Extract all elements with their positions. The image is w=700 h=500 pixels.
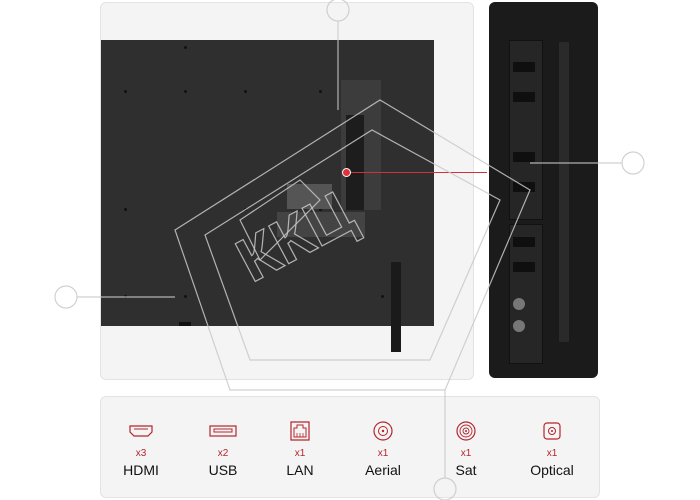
coax-port <box>513 298 525 310</box>
ports-summary-panel <box>100 396 600 498</box>
port-count: x1 <box>294 448 306 459</box>
screw-hole <box>184 46 187 49</box>
aerial-port-icon <box>373 421 393 441</box>
port-name: Aerial <box>365 462 401 478</box>
port-name: LAN <box>286 462 314 478</box>
stand-bracket <box>277 212 365 237</box>
port-name: Optical <box>530 462 574 478</box>
port-optical: x1 Optical <box>512 420 592 478</box>
coax-port <box>513 320 525 332</box>
port-name: USB <box>208 462 238 478</box>
power-module <box>287 184 332 209</box>
port-name: Sat <box>455 462 477 478</box>
screw-hole <box>381 295 384 298</box>
lan-port-icon <box>290 421 310 441</box>
usb-port-icon <box>209 425 237 437</box>
screw-hole <box>124 208 127 211</box>
tv-back-image <box>101 40 434 352</box>
port-sat: x1 Sat <box>426 420 506 478</box>
port-slot <box>513 92 535 102</box>
port-count: x1 <box>460 448 472 459</box>
hdmi-port-icon <box>129 425 153 437</box>
port-count: x2 <box>217 448 229 459</box>
screw-hole <box>244 90 247 93</box>
label-strip <box>559 222 569 342</box>
port-hdmi: x3 HDMI <box>101 420 181 478</box>
connector-bay <box>346 115 364 210</box>
callout-line <box>347 172 487 173</box>
screw-hole <box>244 208 247 211</box>
port-count: x3 <box>135 448 147 459</box>
port-slot <box>513 152 535 162</box>
callout-dot <box>342 168 351 177</box>
port-count: x1 <box>377 448 389 459</box>
port-slot <box>513 182 535 192</box>
port-slot <box>513 237 535 247</box>
optical-port-icon <box>543 422 561 440</box>
port-count: x1 <box>546 448 558 459</box>
port-name: HDMI <box>123 462 159 478</box>
port-slot <box>513 262 535 272</box>
screw-hole <box>124 90 127 93</box>
port-aerial: x1 Aerial <box>343 420 423 478</box>
screw-hole <box>319 90 322 93</box>
screw-hole <box>124 295 127 298</box>
foot <box>179 322 191 326</box>
port-usb: x2 USB <box>183 420 263 478</box>
screw-hole <box>184 295 187 298</box>
stand-leg <box>391 262 401 352</box>
screw-hole <box>184 90 187 93</box>
label-strip <box>559 42 569 232</box>
port-lan: x1 LAN <box>260 420 340 478</box>
ports-closeup-image <box>489 2 598 378</box>
port-slot <box>513 62 535 72</box>
sat-port-icon <box>456 421 476 441</box>
